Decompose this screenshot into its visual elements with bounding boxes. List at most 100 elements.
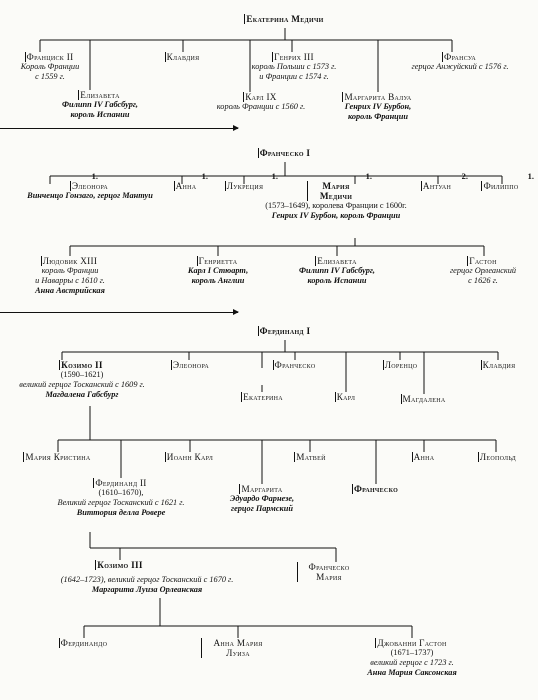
- child-node: Лоренцо: [366, 360, 436, 370]
- child-node: Екатерина: [226, 392, 300, 402]
- person-name: Иоанн Карл: [164, 452, 214, 462]
- section-arrow: [0, 309, 239, 315]
- spouse-name: Эдуардо Фарнезе,: [229, 494, 295, 503]
- child-node: Клавдия: [464, 360, 534, 370]
- person-name: Франциск II: [24, 52, 74, 62]
- child-node: 1. Мария Медичи (1573–1649), королева Фр…: [236, 172, 436, 221]
- great-great-grandchild-node: Анна Мария Луиза: [200, 638, 276, 658]
- person-name: Маргарита Валуа: [342, 92, 412, 102]
- person-name: Клавдия: [164, 52, 200, 62]
- person-dates: (1610–1670),: [98, 488, 144, 497]
- child-node: Карл IX король Франции с 1560 г.: [196, 92, 326, 112]
- child-node: Франциск II Король Франции с 1559 г.: [0, 52, 100, 82]
- person-name: Франсуа: [442, 52, 476, 62]
- person-title: Великий герцог Тосканский с 1621 г.: [57, 498, 185, 507]
- person-name: Фердинанд I: [257, 326, 311, 336]
- person-name: Маргарита: [239, 484, 283, 494]
- child-node: Карл: [322, 392, 370, 402]
- person-name: Фердинанд II: [93, 478, 147, 488]
- person-name: Елизавета: [78, 90, 120, 100]
- grandchild-node: Генриетта Карл I Стюарт, король Англии: [166, 256, 270, 286]
- person-name: Лукреция: [224, 181, 264, 191]
- grandchild-node: Елизавета Филипп IV Габсбург, король Исп…: [280, 256, 394, 286]
- spouse-name: Филипп IV Габсбург,: [299, 266, 375, 275]
- person-name: Анна: [173, 181, 197, 191]
- person-name: Элеонора: [69, 181, 109, 191]
- person-title: и Франции с 1574 г.: [259, 72, 329, 81]
- marriage-number: 1.: [527, 171, 534, 181]
- grandchild-node: Матвей: [280, 452, 342, 462]
- child-node: Франсуа герцог Анжуйский с 1576 г.: [398, 52, 522, 72]
- marriage-number: 1.: [271, 171, 278, 181]
- person-name: Клавдия: [480, 360, 516, 370]
- child-node: 1. Филиппо: [468, 172, 534, 191]
- child-node: Магдалена: [384, 394, 464, 404]
- child-node: Елизавета Филипп IV Габсбург, король Исп…: [40, 90, 160, 120]
- spouse-name: Карл I Стюарт,: [187, 266, 249, 275]
- person-dates: (1590–1621): [60, 370, 104, 379]
- spouse-name: Магдалена Габсбург: [45, 390, 119, 399]
- person-name: Гастон: [467, 256, 497, 266]
- person-name: Анна Мария Луиза: [201, 638, 275, 658]
- great-grandchild-node: Франческо Мария: [294, 562, 364, 582]
- root-node: Екатерина Медичи: [210, 14, 360, 24]
- root-node: Франческо I: [220, 148, 350, 158]
- person-name: Козимо III: [95, 560, 143, 570]
- child-node: 1. Элеонора Винченцо Гонзаго, герцог Ман…: [0, 172, 180, 201]
- child-node: Элеонора: [156, 360, 226, 370]
- marriage-number: 1.: [365, 171, 372, 181]
- person-name: Анна: [411, 452, 435, 462]
- spouse-name: герцог Пармский: [231, 504, 293, 513]
- person-name: Фердинандо: [58, 638, 108, 648]
- spouse-name: Генрих IV Бурбон,: [344, 102, 412, 111]
- grandchild-node: Маргарита Эдуардо Фарнезе, герцог Пармск…: [210, 484, 314, 514]
- grandchild-node: Франческо: [338, 484, 414, 494]
- root-node: Фердинанд I: [220, 326, 350, 336]
- grandchild-node: Людовик XIII король Франции и Наварры с …: [14, 256, 126, 296]
- child-node: 1. Анна: [164, 172, 208, 191]
- spouse-name: Винченцо Гонзаго, герцог Мантуи: [27, 191, 153, 200]
- person-name: Карл: [334, 392, 356, 402]
- person-name: Людовик XIII: [40, 256, 98, 266]
- great-great-grandchild-node: Фердинандо: [38, 638, 130, 648]
- person-dates: (1671–1737): [390, 648, 434, 657]
- spouse-name: король Испании: [70, 110, 130, 119]
- person-name: Джованни Гастон: [375, 638, 447, 648]
- person-name: Мария Кристина: [23, 452, 91, 462]
- spouse-name: Анна Австрийская: [35, 286, 105, 295]
- person-title: король Франции с 1560 г.: [216, 102, 306, 111]
- person-title: герцог Анжуйский с 1576 г.: [411, 62, 509, 71]
- person-title: король Франции: [41, 266, 99, 275]
- person-title: с 1559 г.: [35, 72, 65, 81]
- person-name: Козимо II: [59, 360, 103, 370]
- person-name: Лоренцо: [382, 360, 418, 370]
- person-title: и Наварры с 1610 г.: [35, 276, 105, 285]
- child-node: Козимо II (1590–1621) великий герцог Тос…: [2, 360, 162, 400]
- child-node: Генрих III король Польши с 1573 г. и Фра…: [246, 52, 342, 82]
- spouse-name: Анна Мария Саксонская: [367, 668, 457, 677]
- person-name: Антуан: [420, 181, 452, 191]
- person-title: (1573–1649), королева Франции с 1600г.: [265, 201, 407, 210]
- person-name: Елизавета: [315, 256, 357, 266]
- person-title: великий герцог с 1723 г.: [370, 658, 454, 667]
- spouse-name: Филипп IV Габсбург,: [62, 100, 138, 109]
- person-name: Франческо I: [257, 148, 311, 158]
- person-title: Король Франции: [20, 62, 80, 71]
- grandchild-node: Гастон герцог Орлеанский с 1626 г.: [430, 256, 536, 286]
- person-name: Матвей: [294, 452, 326, 462]
- person-title: с 1626 г.: [468, 276, 498, 285]
- person-title: герцог Орлеанский: [449, 266, 517, 275]
- spouse-name: король Франции: [347, 112, 409, 121]
- person-name: Леопольд: [477, 452, 517, 462]
- marriage-number: 1.: [91, 171, 98, 181]
- spouse-name: король Англии: [191, 276, 245, 285]
- spouse-name: Виттория делла Ровере: [76, 508, 166, 517]
- child-node: Франческо: [256, 360, 334, 370]
- person-title: великий герцог Тосканский с 1609 г.: [19, 380, 145, 389]
- marriage-number: 1.: [201, 171, 208, 181]
- person-name: Филиппо: [481, 181, 519, 191]
- great-great-grandchild-node: Джованни Гастон (1671–1737) великий герц…: [334, 638, 490, 678]
- marriage-number: 2.: [461, 171, 468, 181]
